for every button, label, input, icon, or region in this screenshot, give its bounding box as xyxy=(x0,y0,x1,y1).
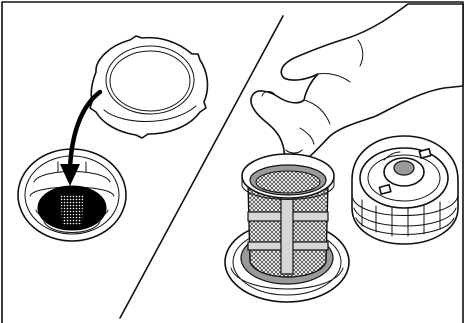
filter-housing xyxy=(17,148,127,242)
remove-cap-step xyxy=(17,35,209,242)
filter-cap xyxy=(89,35,209,139)
panel-divider xyxy=(119,15,284,319)
arrow-down-icon xyxy=(60,89,103,186)
lift-filter-step xyxy=(224,3,464,303)
filter-cap-removed xyxy=(351,135,459,245)
hand-icon xyxy=(250,3,464,163)
filter-basket xyxy=(224,153,350,303)
